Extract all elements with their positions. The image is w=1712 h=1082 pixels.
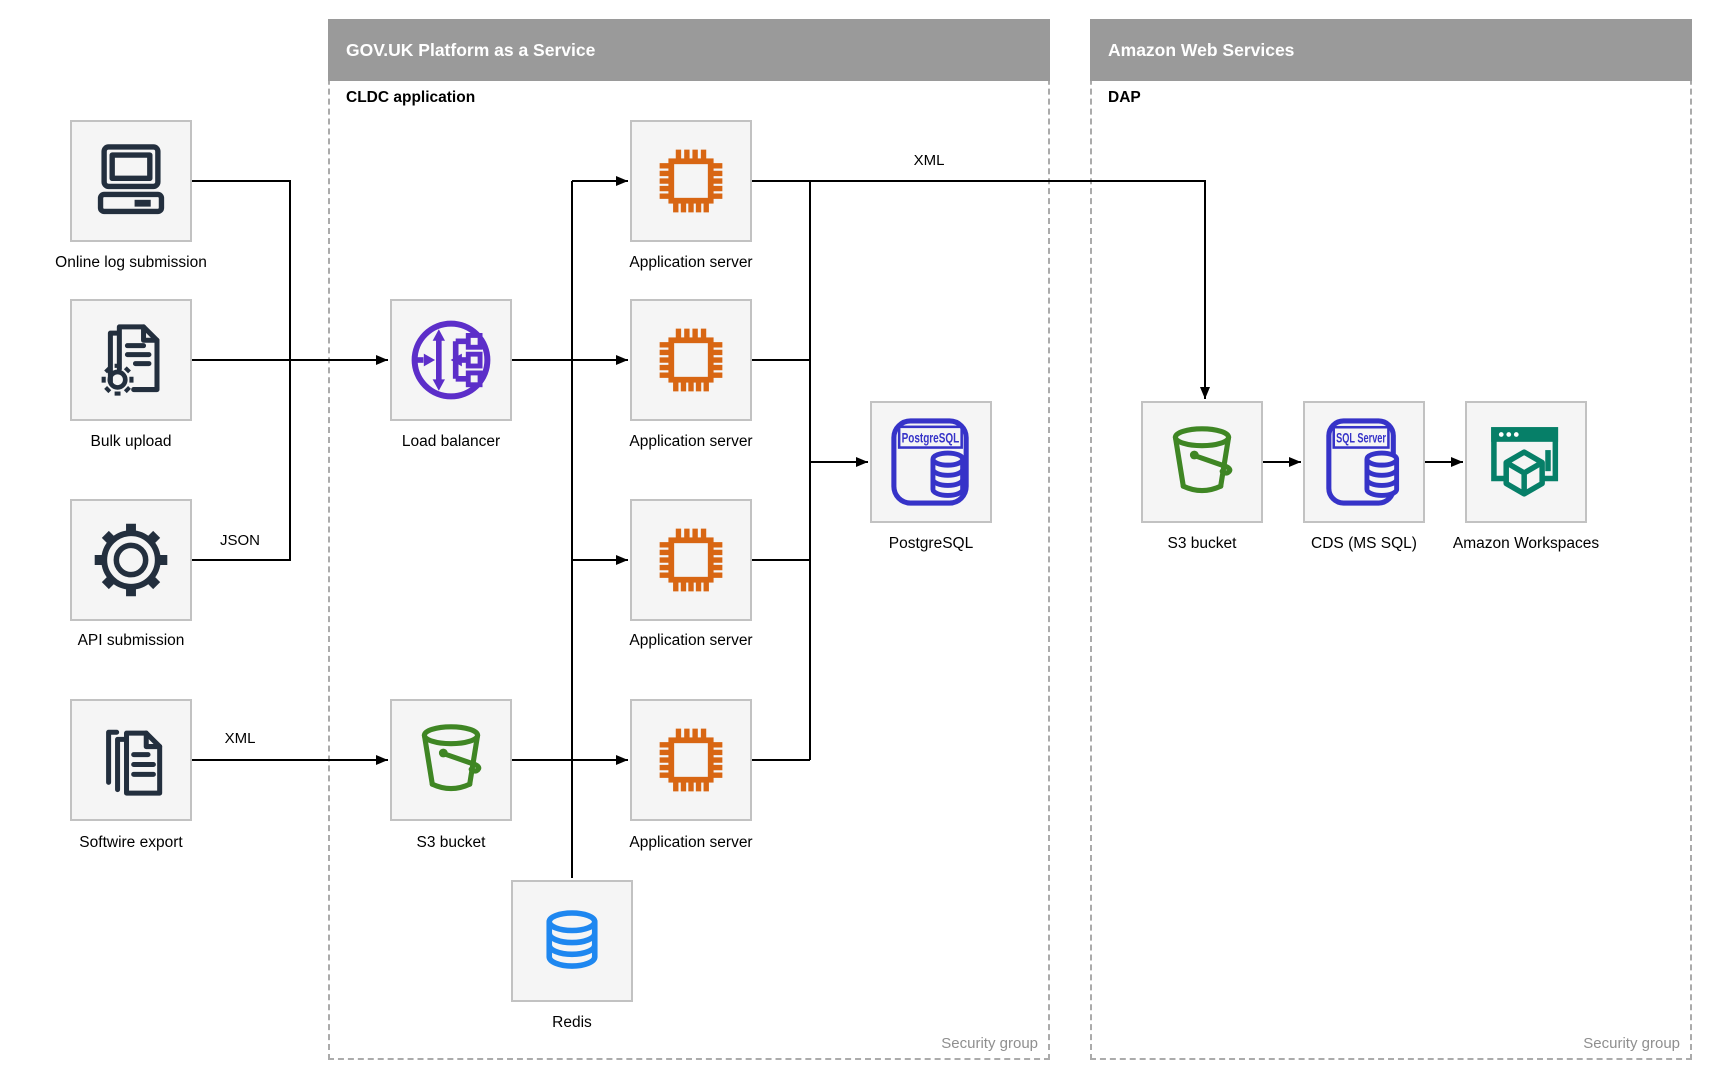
group-aws: Amazon Web Services DAP Security group bbox=[1090, 19, 1692, 1060]
edge-label-xml-export: XML bbox=[221, 729, 259, 748]
node-redis bbox=[511, 880, 633, 1002]
postgresql-icon-text: PostgreSQL bbox=[902, 430, 960, 445]
node-label-s3-bucket-govuk: S3 bucket bbox=[416, 834, 486, 851]
node-label-app-server-1: Application server bbox=[629, 254, 753, 271]
group-aws-title: Amazon Web Services bbox=[1090, 19, 1692, 81]
node-app-server-3 bbox=[630, 499, 752, 621]
node-label-postgresql: PostgreSQL bbox=[888, 535, 974, 552]
node-s3-bucket-aws bbox=[1141, 401, 1263, 523]
node-label-app-server-3: Application server bbox=[629, 632, 753, 649]
group-aws-subtitle: DAP bbox=[1108, 89, 1141, 106]
node-load-balancer bbox=[390, 299, 512, 421]
node-app-server-4 bbox=[630, 699, 752, 821]
s3-bucket-icon bbox=[421, 724, 482, 792]
node-bulk-upload bbox=[70, 299, 192, 421]
node-label-softwire-export: Softwire export bbox=[79, 834, 183, 851]
node-label-api-submission: API submission bbox=[77, 632, 185, 649]
chip-icon bbox=[659, 728, 723, 792]
gear-icon bbox=[94, 523, 168, 597]
workspaces-icon bbox=[1491, 427, 1559, 497]
group-govuk-paas-footer: Security group bbox=[941, 1035, 1038, 1052]
group-govuk-paas: GOV.UK Platform as a Service CLDC applic… bbox=[328, 19, 1050, 1060]
node-label-redis: Redis bbox=[552, 1014, 592, 1031]
postgresql-icon: PostgreSQL bbox=[891, 418, 969, 506]
group-govuk-paas-subtitle: CLDC application bbox=[346, 89, 476, 106]
s3-bucket-icon bbox=[1172, 426, 1233, 494]
group-aws-footer: Security group bbox=[1583, 1035, 1680, 1052]
chip-icon bbox=[659, 528, 723, 592]
node-label-s3-bucket-aws: S3 bucket bbox=[1167, 535, 1237, 552]
document-gear-icon bbox=[101, 324, 160, 396]
load-balancer-icon bbox=[411, 320, 491, 400]
node-app-server-1 bbox=[630, 120, 752, 242]
node-label-cds-mssql: CDS (MS SQL) bbox=[1311, 535, 1417, 552]
edge-label-json: JSON bbox=[216, 531, 264, 550]
node-softwire-export bbox=[70, 699, 192, 821]
node-cds-mssql: SQL Server bbox=[1303, 401, 1425, 523]
group-govuk-paas-title: GOV.UK Platform as a Service bbox=[328, 19, 1050, 81]
sql-server-icon: SQL Server bbox=[1326, 418, 1400, 506]
edge-onlinelog-api-merge bbox=[192, 180, 291, 561]
node-label-app-server-4: Application server bbox=[629, 834, 753, 851]
chip-icon bbox=[659, 328, 723, 392]
node-label-load-balancer: Load balancer bbox=[401, 433, 501, 450]
node-online-log-submission bbox=[70, 120, 192, 242]
chip-icon bbox=[659, 149, 723, 213]
node-label-online-log-submission: Online log submission bbox=[55, 254, 207, 271]
node-app-server-2 bbox=[630, 299, 752, 421]
computer-icon bbox=[97, 144, 165, 215]
node-amazon-workspaces bbox=[1465, 401, 1587, 523]
node-label-amazon-workspaces: Amazon Workspaces bbox=[1452, 535, 1600, 552]
node-postgresql: PostgreSQL bbox=[870, 401, 992, 523]
node-api-submission bbox=[70, 499, 192, 621]
sql-server-icon-text: SQL Server bbox=[1336, 431, 1386, 446]
redis-db-icon bbox=[546, 910, 598, 969]
node-s3-bucket-govuk bbox=[390, 699, 512, 821]
edge-label-xml-feed: XML bbox=[910, 151, 948, 170]
node-label-bulk-upload: Bulk upload bbox=[90, 433, 172, 450]
documents-stack-icon bbox=[106, 729, 163, 796]
node-label-app-server-2: Application server bbox=[629, 433, 753, 450]
